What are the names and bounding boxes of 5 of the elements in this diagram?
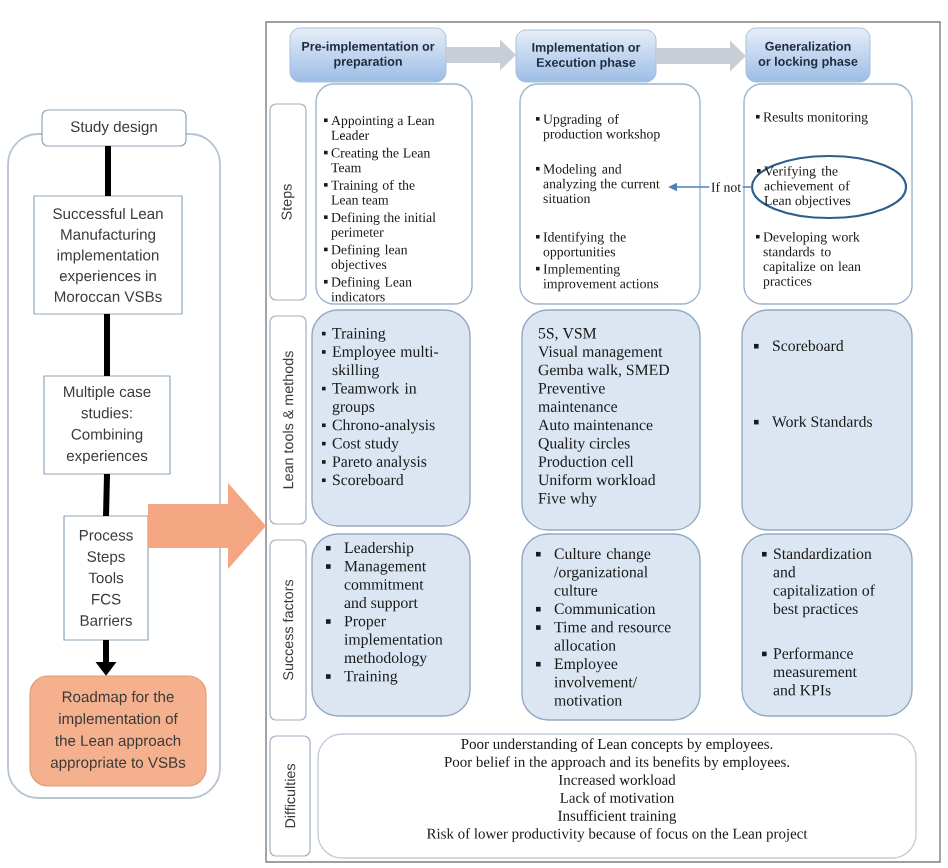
panel-frame bbox=[7, 133, 221, 799]
connector-line bbox=[105, 146, 111, 196]
connector-line bbox=[103, 473, 110, 517]
panel-frame bbox=[265, 21, 941, 863]
connector-line bbox=[104, 314, 110, 376]
